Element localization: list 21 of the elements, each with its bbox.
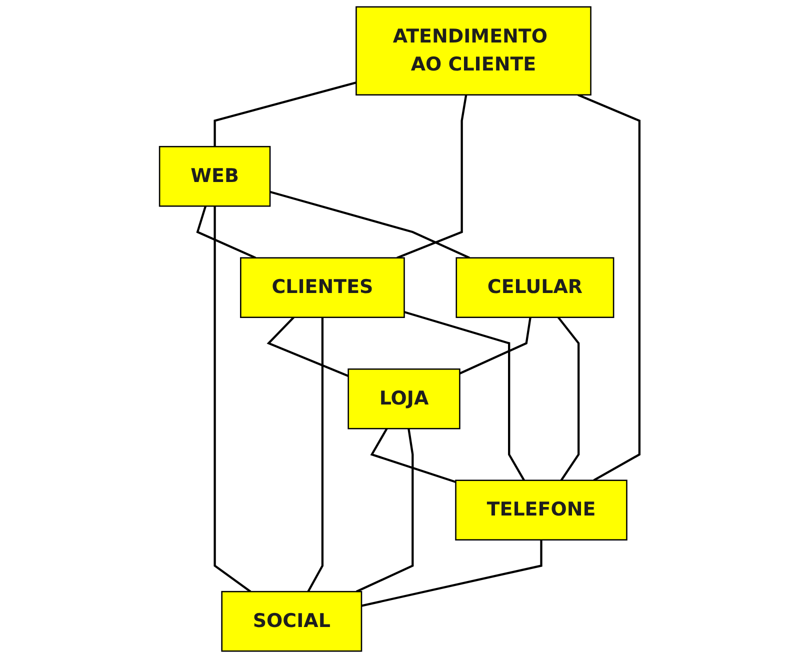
connector xyxy=(557,316,580,481)
connector xyxy=(578,94,641,482)
node-box: LOJA xyxy=(348,368,460,430)
node-box: SOCIAL xyxy=(221,590,362,652)
connector xyxy=(404,310,525,481)
connector xyxy=(396,94,468,259)
connector xyxy=(214,206,252,592)
connector xyxy=(356,428,414,593)
node-box: TELEFONE xyxy=(455,480,628,540)
node-box: WEB xyxy=(158,146,271,207)
connector xyxy=(361,540,542,607)
connector xyxy=(307,317,324,592)
node-box: CELULAR xyxy=(456,257,614,318)
connector xyxy=(266,316,349,377)
connector xyxy=(214,82,356,147)
connector xyxy=(370,428,456,484)
node-box: CLIENTES xyxy=(240,257,405,318)
node-box: ATENDIMENTO AO CLIENTE xyxy=(356,6,592,96)
connector xyxy=(459,317,532,375)
connector xyxy=(270,190,470,259)
connector xyxy=(196,206,256,259)
